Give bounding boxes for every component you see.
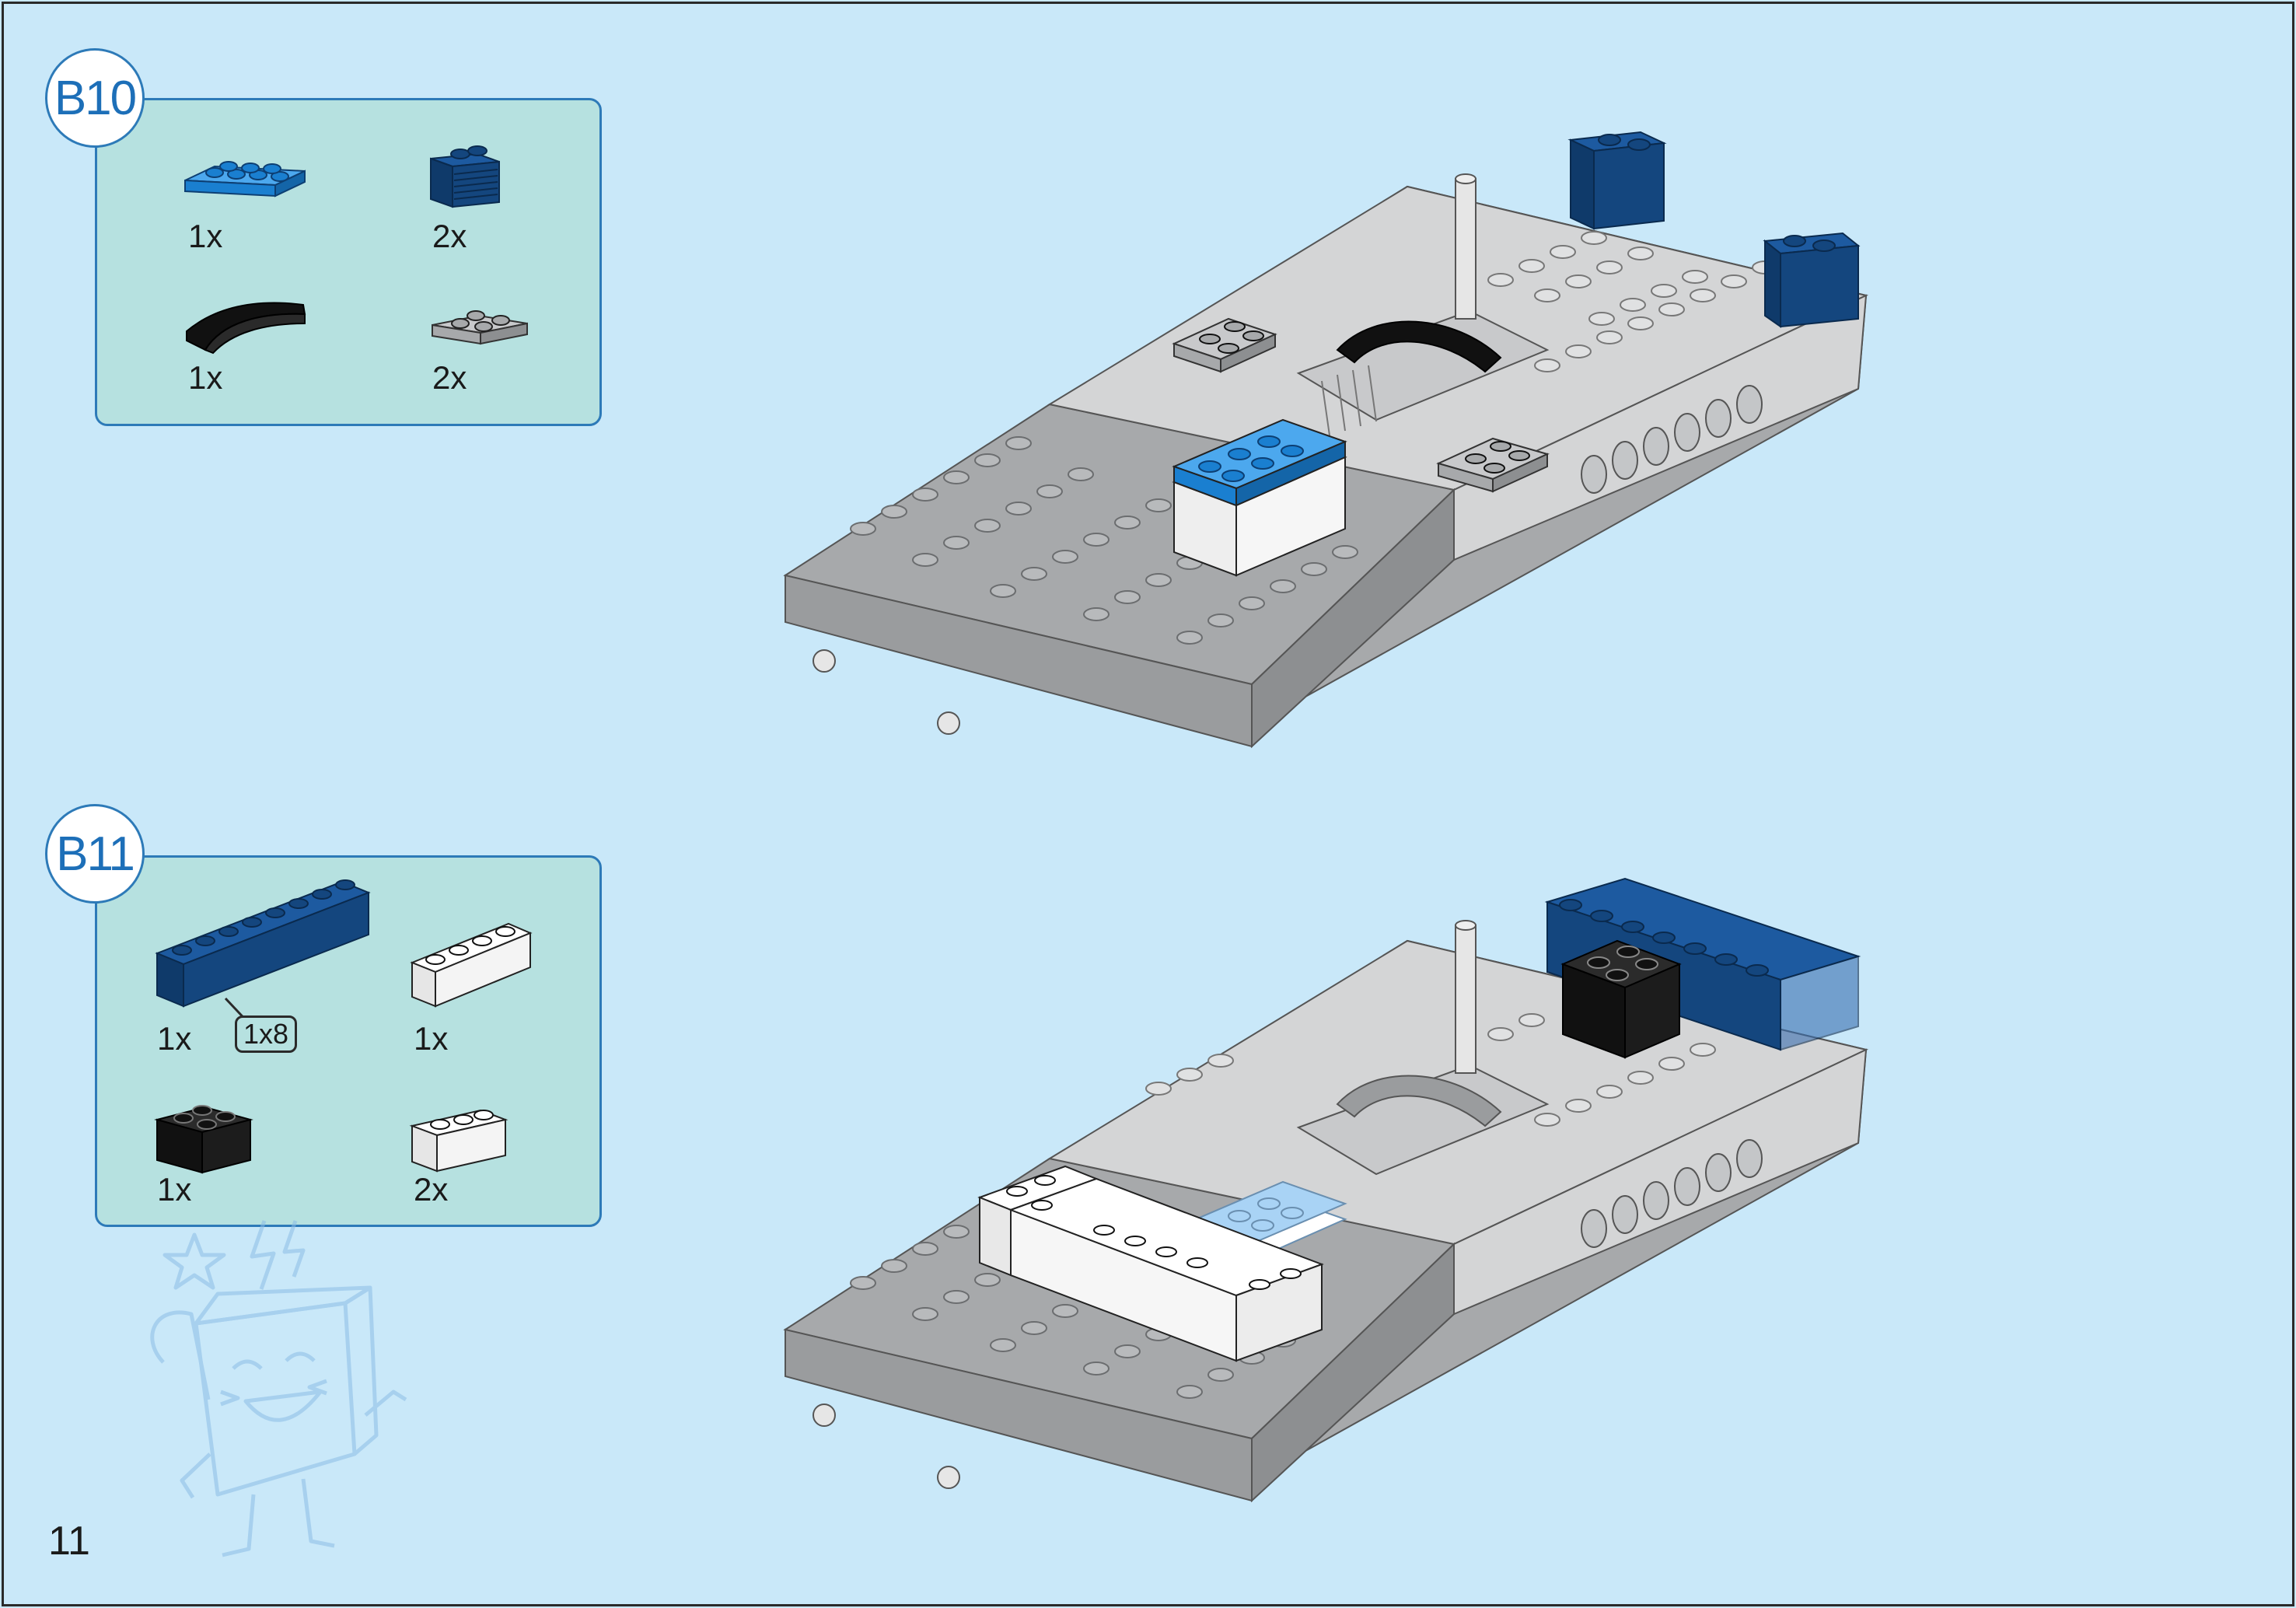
qty-label: 2x [414,1171,449,1208]
qty-label: 1x [188,218,223,254]
boat-assembly-b10 [783,131,1869,749]
qty-label: 1x [188,359,223,396]
page-number: 11 [48,1519,90,1564]
size-callout: 1x8 [235,1015,298,1053]
blue-plate-2x4-icon [184,161,306,198]
white-brick-1x4-icon [410,922,533,1008]
boat-assembly-b11 [783,877,1869,1503]
white-brick-1x2-icon [409,1109,508,1173]
qty-label: 2x [432,359,467,396]
gray-plate-2x2-icon [432,310,528,345]
black-curved-slope-icon [186,302,306,355]
mascot-illustration [150,1220,407,1557]
black-brick-2x2-icon [154,1105,253,1174]
step-badge-b10: B10 [45,48,145,148]
step-badge-b11: B11 [45,804,145,904]
qty-label: 1x [157,1020,192,1057]
parts-panel-b10 [95,98,602,426]
dark-blue-brick-1x8-icon [155,879,371,1008]
qty-label: 2x [432,218,467,254]
qty-label: 1x [414,1020,449,1057]
dark-blue-grille-brick-icon [430,145,500,208]
qty-label: 1x [157,1171,192,1208]
